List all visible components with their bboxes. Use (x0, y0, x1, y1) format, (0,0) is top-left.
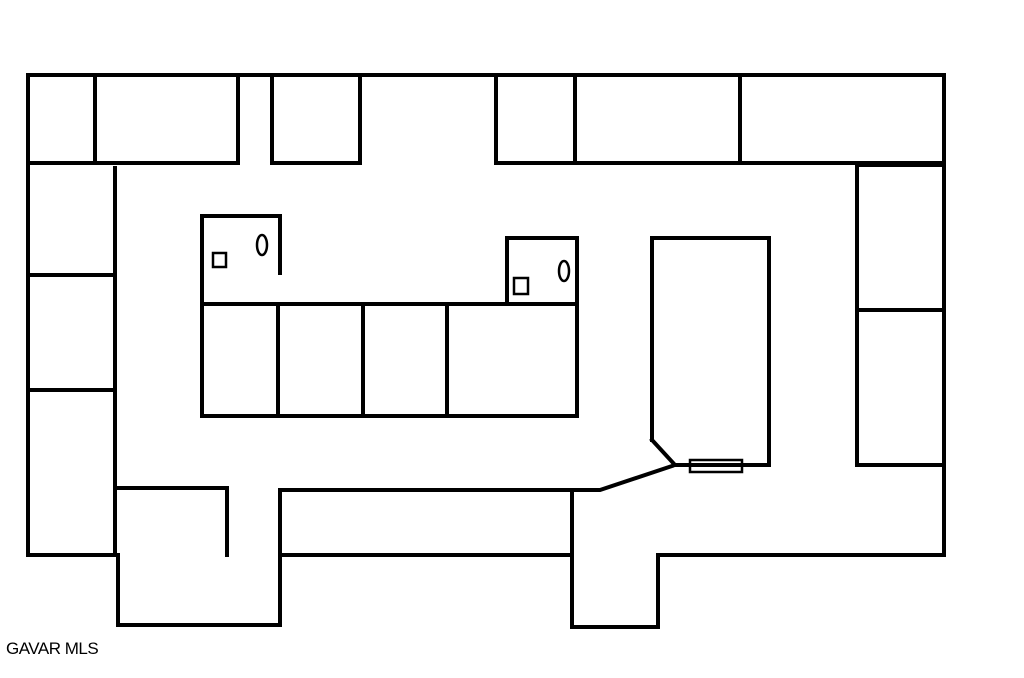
restroom-2 (505, 236, 579, 305)
right-rooms (855, 163, 944, 467)
room-top-3 (494, 73, 944, 165)
restroom-1-sink (211, 251, 228, 269)
entry-alcove-left (116, 553, 282, 627)
room-top-2 (270, 73, 362, 165)
counter-room (649, 236, 771, 467)
bottom-rooms (278, 463, 675, 557)
entry-alcove-right (570, 553, 660, 629)
left-rooms (26, 166, 229, 557)
outer-walls (26, 73, 946, 629)
top-rooms (26, 73, 944, 165)
center-block (200, 214, 579, 418)
door-threshold (688, 458, 744, 474)
restroom-2-sink (512, 276, 530, 296)
outer-wall-top (26, 73, 946, 557)
restroom-2-toilet (557, 259, 571, 283)
center-rooms (200, 302, 579, 418)
room-bottom-left (113, 486, 229, 557)
angled-wall (570, 463, 675, 492)
restroom-1-toilet (255, 233, 269, 257)
right-block (649, 163, 944, 474)
watermark-text: GAVAR MLS (6, 639, 99, 658)
room-bottom-mid (278, 488, 574, 557)
restroom-1 (200, 214, 282, 305)
